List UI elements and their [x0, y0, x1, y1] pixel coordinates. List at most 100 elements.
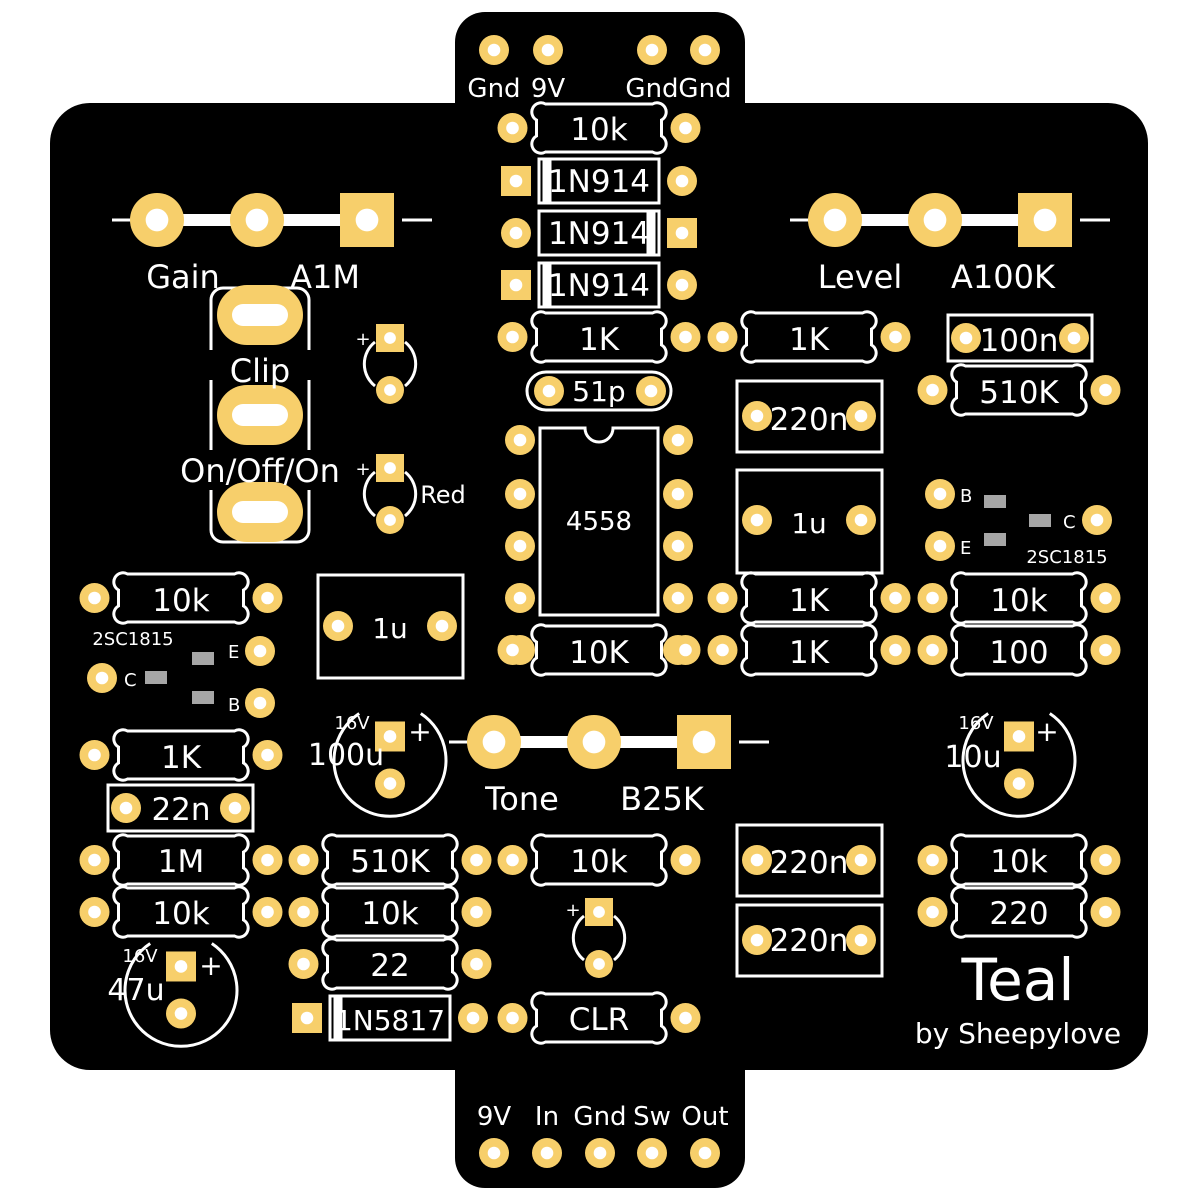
r-r-1-value: 510K — [979, 375, 1059, 411]
pad-hole — [88, 905, 101, 919]
d-center-3-value: 1N914 — [548, 268, 650, 304]
pad-hole — [854, 409, 868, 423]
pad-hole — [174, 960, 188, 973]
r-center-3-outline — [530, 623, 668, 677]
r-rm-1-value: 1K — [789, 322, 830, 358]
pad-hole — [582, 730, 606, 754]
pad-hole — [506, 1011, 519, 1025]
c-r-100n-outline — [946, 313, 1094, 363]
pad-hole — [384, 384, 396, 396]
bottom-pad-label-out: Out — [681, 1102, 728, 1132]
pad-hole — [88, 591, 101, 605]
cap-47u-voltage: 16V — [122, 946, 158, 967]
c-rm-1u-value: 1u — [791, 507, 827, 540]
clr-outline — [530, 991, 668, 1045]
pad-hole — [513, 433, 527, 447]
r-r-1-outline — [950, 363, 1088, 417]
led-arc-right — [404, 470, 418, 518]
board-title: Teal — [961, 946, 1075, 1014]
pad-hole — [675, 278, 689, 292]
ic-value: 4558 — [566, 507, 632, 537]
pad-hole — [300, 1011, 314, 1025]
pad-hole — [593, 958, 605, 970]
cap-a-arc-right — [404, 340, 418, 388]
pad-hole — [933, 487, 947, 501]
c-rm-220n-value: 220n — [770, 402, 849, 438]
r-l-4-value: 10k — [152, 896, 209, 932]
r-rm-2-outline — [740, 571, 878, 625]
transistor-labels: 2SC1815 C E B 2SC1815 B E C — [92, 486, 1107, 716]
cap-100u-plus: + — [408, 715, 431, 748]
board-credit: by Sheepylove — [915, 1017, 1121, 1050]
pad-hole — [593, 1146, 607, 1160]
q-left-type: 2SC1815 — [92, 629, 173, 650]
pad-hole — [716, 591, 729, 605]
led-arc-left — [362, 470, 376, 518]
r-center-2-value: 1K — [579, 322, 620, 358]
r-l-3-value: 1M — [158, 844, 204, 880]
pad-hole — [245, 208, 269, 232]
pad-hole — [698, 1146, 712, 1160]
pad-hole — [384, 462, 396, 474]
switch-lug-hole-2 — [232, 501, 288, 523]
d-lm-cathode-band — [333, 994, 343, 1042]
pad-hole — [889, 643, 902, 657]
pad-hole — [926, 643, 939, 657]
pad-hole — [1099, 383, 1112, 397]
ic-outline — [538, 426, 660, 617]
pad-hole — [1067, 331, 1081, 345]
switch-labels: Clip On/Off/On — [180, 352, 340, 490]
r-l-3-outline — [112, 833, 250, 887]
r-center-4-value: 10k — [570, 844, 627, 880]
pad-hole — [541, 43, 555, 57]
r-rm-1-outline — [740, 310, 878, 364]
pad-hole — [679, 1011, 692, 1025]
pad-hole — [679, 643, 692, 657]
r-l-4-outline — [112, 885, 250, 939]
pad-hole — [716, 330, 729, 344]
cap-labels: 16V 100u 16V 10u 16V 47u + + + + + + — [107, 329, 1058, 1008]
pad-hole — [95, 671, 109, 685]
pad-hole — [88, 853, 101, 867]
q-left-smd-2 — [192, 652, 214, 665]
pad-hole — [1033, 208, 1057, 232]
d-center-3-outline — [537, 261, 661, 309]
c-l-1u-outline — [316, 573, 465, 680]
bottom-pad-label-gnd: Gnd — [573, 1102, 626, 1132]
pad-hole — [692, 730, 716, 754]
q-right-smd-1 — [984, 495, 1006, 508]
pot-gain-name: Gain — [146, 258, 220, 296]
r-l-1-value: 10k — [152, 583, 209, 619]
d-center-2-outline — [537, 209, 661, 257]
q-left-pin-e: E — [228, 642, 239, 663]
r-lm-2-outline — [321, 885, 459, 939]
pad-hole — [1012, 730, 1026, 743]
d-center-3-cathode-band — [542, 261, 552, 309]
pad-hole — [88, 748, 101, 762]
pad-hole — [889, 330, 902, 344]
c-l-22n-value: 22n — [151, 792, 210, 828]
cap-100u-value: 100u — [308, 738, 384, 773]
pad-hole — [675, 226, 689, 240]
r-r-3-value: 100 — [989, 635, 1048, 671]
pad-hole — [509, 278, 523, 292]
pad-hole — [645, 43, 659, 57]
d-lm-value: 1N5817 — [335, 1004, 445, 1037]
q-left-smd-3 — [192, 691, 214, 704]
cap-b-arc-right — [613, 914, 627, 962]
pad-hole — [679, 121, 692, 135]
q-left-smd-1 — [145, 671, 167, 684]
d-center-1-outline — [537, 157, 661, 205]
cap-47u-plus: + — [199, 949, 222, 982]
pad-hole — [506, 643, 519, 657]
bottom-pad-label-9v: 9V — [477, 1102, 512, 1132]
pad-hole — [470, 905, 483, 919]
r-center-1-outline — [530, 101, 668, 155]
pad-hole — [297, 905, 310, 919]
pad-hole — [1099, 853, 1112, 867]
pad-hole — [644, 384, 658, 398]
header-labels-top: Gnd 9V Gnd Gnd — [467, 74, 731, 104]
pad-hole — [506, 853, 519, 867]
q-left-pin-b: B — [228, 695, 240, 716]
